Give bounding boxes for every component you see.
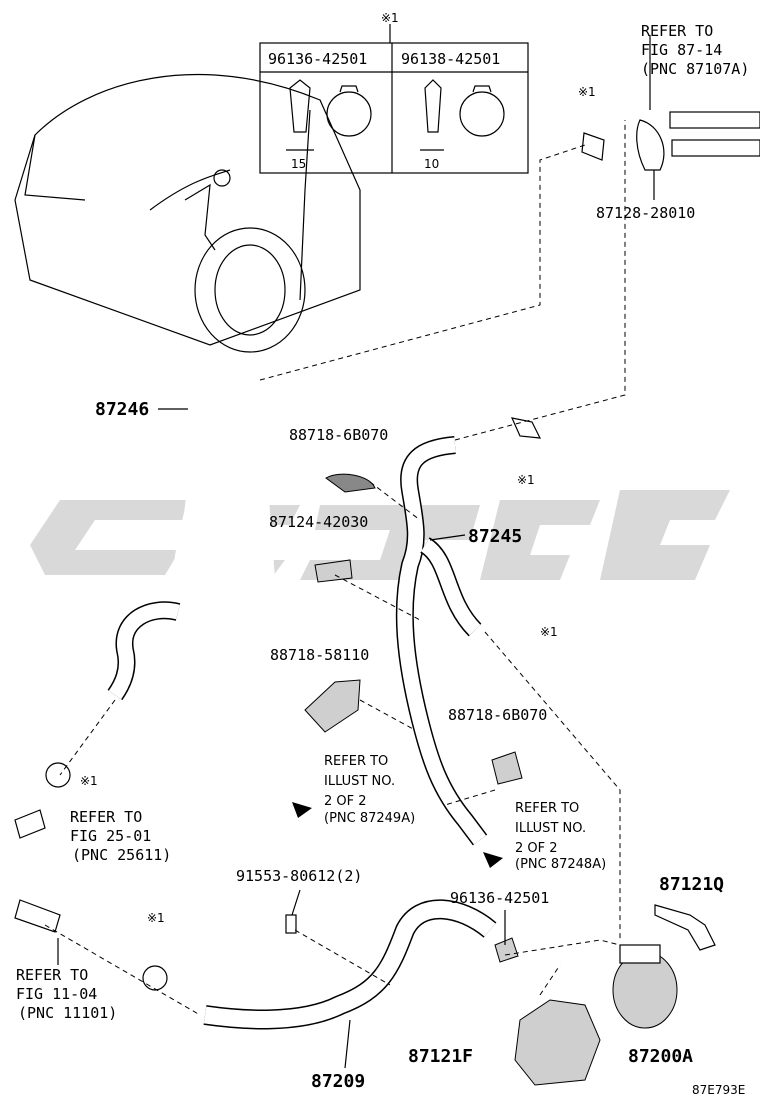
clamp-side-left xyxy=(14,762,168,991)
clip-87124 xyxy=(314,559,353,583)
svg-text:REFER TO: REFER TO xyxy=(16,966,88,984)
watermark-logo xyxy=(30,490,730,580)
note-marks: ※1 ※1 ※1 ※1 ※1 xyxy=(80,85,596,925)
label-91553-80612: 91553-80612(2) xyxy=(236,867,362,885)
clip-spec-table: ※1 96136-42501 96138-42501 15 10 xyxy=(259,11,529,174)
hose-87246 xyxy=(107,370,296,813)
table-dim-1: 15 xyxy=(291,157,306,171)
ref-fig-11-04: REFER TO FIG 11-04 (PNC 11101) xyxy=(16,966,117,1022)
svg-text:(PNC 87248A): (PNC 87248A) xyxy=(515,857,606,872)
arrow-icon-b xyxy=(483,852,503,868)
svg-text:ILLUST NO.: ILLUST NO. xyxy=(324,774,395,789)
ref-fig-25-01: REFER TO FIG 25-01 (PNC 25611) xyxy=(70,808,171,864)
table-note-mark: ※1 xyxy=(381,11,399,25)
part-labels: 87246 87245 88718-6B070 87124-42030 8871… xyxy=(95,204,724,1092)
label-87246: 87246 xyxy=(95,399,149,420)
ref-illust-87248a: REFER TO ILLUST NO. 2 OF 2 (PNC 87248A) xyxy=(515,801,606,872)
label-87128-28010: 87128-28010 xyxy=(596,204,695,222)
svg-text:(PNC 11101): (PNC 11101) xyxy=(18,1004,117,1022)
svg-text:REFER TO: REFER TO xyxy=(515,801,579,816)
label-88718-58110: 88718-58110 xyxy=(270,646,369,664)
note-mark-left: ※1 xyxy=(80,774,98,788)
label-88718-6b070-b: 88718-6B070 xyxy=(448,706,547,724)
svg-text:2 OF 2: 2 OF 2 xyxy=(515,841,558,856)
hose-87245 xyxy=(395,436,488,846)
note-mark-87245: ※1 xyxy=(517,473,535,487)
figure-code: 87E793E xyxy=(692,1083,745,1097)
svg-text:REFER TO: REFER TO xyxy=(641,22,713,40)
label-96136-42501: 96136-42501 xyxy=(450,889,549,907)
svg-text:FIG 25-01: FIG 25-01 xyxy=(70,827,151,845)
svg-text:2 OF 2: 2 OF 2 xyxy=(324,794,367,809)
label-87121q: 87121Q xyxy=(659,874,724,895)
label-87209: 87209 xyxy=(311,1071,365,1092)
note-mark-mid: ※1 xyxy=(540,625,558,639)
table-part-2: 96138-42501 xyxy=(401,50,500,68)
note-mark-top: ※1 xyxy=(578,85,596,99)
label-87121f: 87121F xyxy=(408,1046,473,1067)
arrow-icons xyxy=(292,802,503,868)
bracket-87121f xyxy=(514,999,601,1086)
label-87245: 87245 xyxy=(468,526,522,547)
svg-text:FIG 11-04: FIG 11-04 xyxy=(16,985,97,1003)
leader-lines xyxy=(44,120,626,1016)
bolt-91553 xyxy=(285,914,297,934)
svg-text:(PNC 87107A): (PNC 87107A) xyxy=(641,60,749,78)
vehicle-outline xyxy=(14,74,361,353)
svg-text:ILLUST NO.: ILLUST NO. xyxy=(515,821,586,836)
table-dim-2: 10 xyxy=(424,157,439,171)
clip-88718-58110 xyxy=(304,679,361,733)
ref-fig-87-14: REFER TO FIG 87-14 (PNC 87107A) xyxy=(641,22,749,78)
label-87124-42030: 87124-42030 xyxy=(269,513,368,531)
pump-87200a xyxy=(612,944,678,1029)
svg-text:(PNC 87249A): (PNC 87249A) xyxy=(324,811,415,826)
clamp-top-right xyxy=(581,111,760,171)
clip-88718-6b070-a xyxy=(325,473,376,493)
label-87200a: 87200A xyxy=(628,1046,693,1067)
label-leaders xyxy=(57,35,655,1069)
bracket-87121q xyxy=(654,904,716,951)
arrow-icon-a xyxy=(292,802,312,818)
svg-text:FIG 87-14: FIG 87-14 xyxy=(641,41,722,59)
clip-88718-6b070-b xyxy=(491,751,523,785)
svg-text:(PNC 25611): (PNC 25611) xyxy=(72,846,171,864)
table-part-1: 96136-42501 xyxy=(268,50,367,68)
svg-text:REFER TO: REFER TO xyxy=(70,808,142,826)
ref-illust-87249a: REFER TO ILLUST NO. 2 OF 2 (PNC 87249A) xyxy=(324,754,415,826)
clamp-96136 xyxy=(494,937,519,963)
label-88718-6b070-a: 88718-6B070 xyxy=(289,426,388,444)
hose-87209 xyxy=(203,899,497,1030)
svg-text:REFER TO: REFER TO xyxy=(324,754,388,769)
note-mark-bottom-left: ※1 xyxy=(147,911,165,925)
